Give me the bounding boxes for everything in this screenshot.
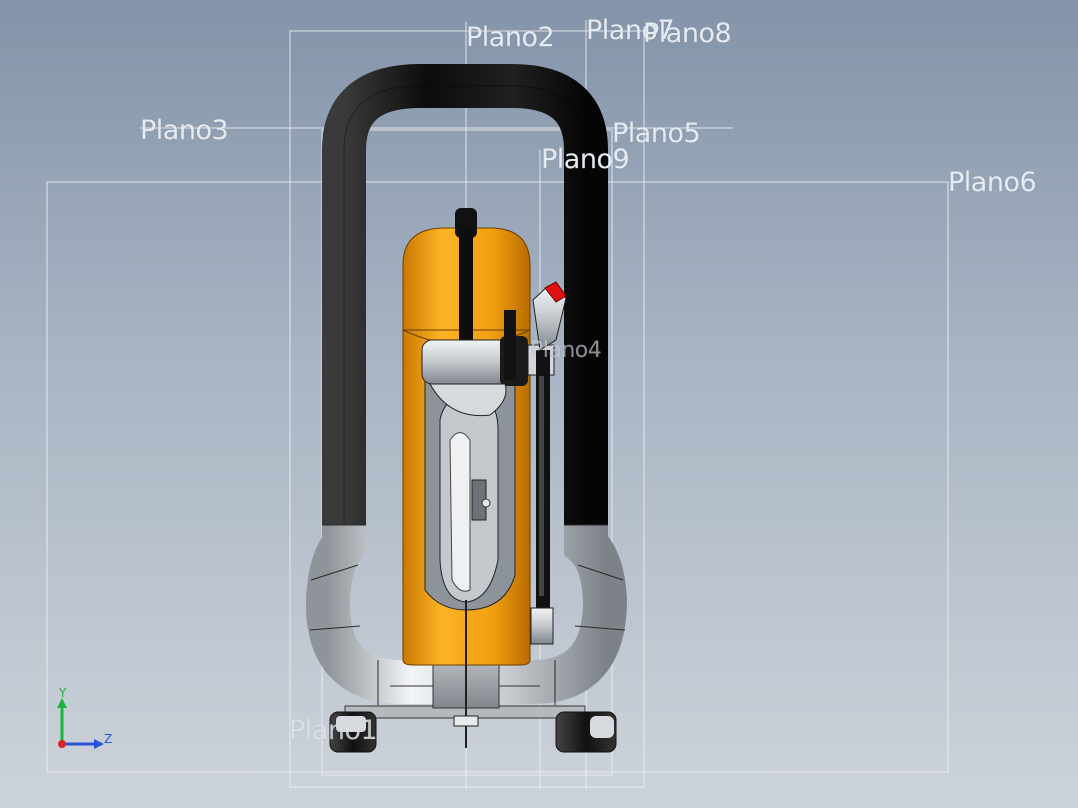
axis-label-z: Z: [104, 732, 113, 746]
plane-label-plano8[interactable]: Plano8: [643, 18, 732, 49]
plane-label-plano1[interactable]: Plano1: [289, 715, 378, 746]
gear-housing: [421, 310, 555, 417]
plane-label-plano2[interactable]: Plano2: [466, 22, 555, 53]
plane-label-plano5[interactable]: Plano5: [612, 118, 701, 149]
handle-loop: [322, 64, 608, 525]
plane-label-plano9[interactable]: Plano9: [541, 144, 630, 175]
plane-label-plano6[interactable]: Plano6: [948, 167, 1037, 198]
plane-label-plano7[interactable]: Plano7: [586, 15, 675, 46]
blade-guard: [424, 359, 516, 611]
plane-label-plano3[interactable]: Plano3: [140, 115, 229, 146]
coordinate-triad[interactable]: Y Z: [52, 686, 122, 752]
side-handle: [530, 281, 567, 645]
axis-label-y: Y: [59, 686, 67, 700]
triad-axes-icon: [57, 698, 104, 749]
plane-label-plano4[interactable]: Plano4: [530, 338, 602, 363]
